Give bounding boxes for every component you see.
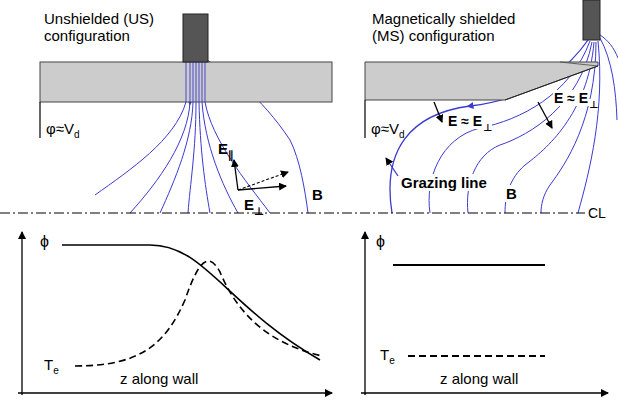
field-label: E	[244, 196, 254, 213]
field-label: B	[312, 186, 323, 203]
potential-label: φ≈V	[46, 120, 74, 137]
subscript: d	[399, 129, 405, 141]
wall-us	[40, 62, 332, 102]
subscript: e	[389, 355, 395, 367]
subscript: ⊥	[589, 99, 598, 111]
axis-label: T	[44, 356, 53, 373]
axis-label: T	[380, 346, 389, 363]
config-title: Unshielded (US) configuration	[44, 10, 169, 45]
annotation: Grazing line	[400, 174, 488, 191]
axis-label: z along wall	[120, 370, 198, 387]
subscript: ⊥	[483, 122, 492, 134]
e-parallel-arrow	[234, 160, 238, 190]
pole-us	[183, 14, 208, 62]
centre-line	[0, 213, 585, 214]
field-label: B	[505, 185, 518, 202]
axis-label: ϕ	[376, 233, 385, 251]
centre-label: CL	[588, 205, 606, 221]
subscript: e	[53, 365, 59, 377]
axis-label: ϕ	[40, 233, 49, 251]
phi-curve-us	[62, 245, 320, 360]
field-label: E ≈ E	[553, 90, 589, 106]
e-perp-arrow	[238, 186, 286, 190]
subscript: ⊥	[254, 205, 264, 218]
pole-ms	[583, 0, 600, 40]
config-title: Magnetically shielded (MS) configuration	[372, 10, 547, 45]
subscript: d	[74, 129, 80, 141]
subscript: ∥	[228, 149, 234, 162]
potential-label: φ≈V	[371, 120, 399, 137]
field-label: E ≈ E	[447, 113, 483, 129]
field-label: E	[218, 140, 228, 157]
axis-label: z along wall	[440, 370, 518, 387]
te-curve-us	[75, 261, 322, 366]
